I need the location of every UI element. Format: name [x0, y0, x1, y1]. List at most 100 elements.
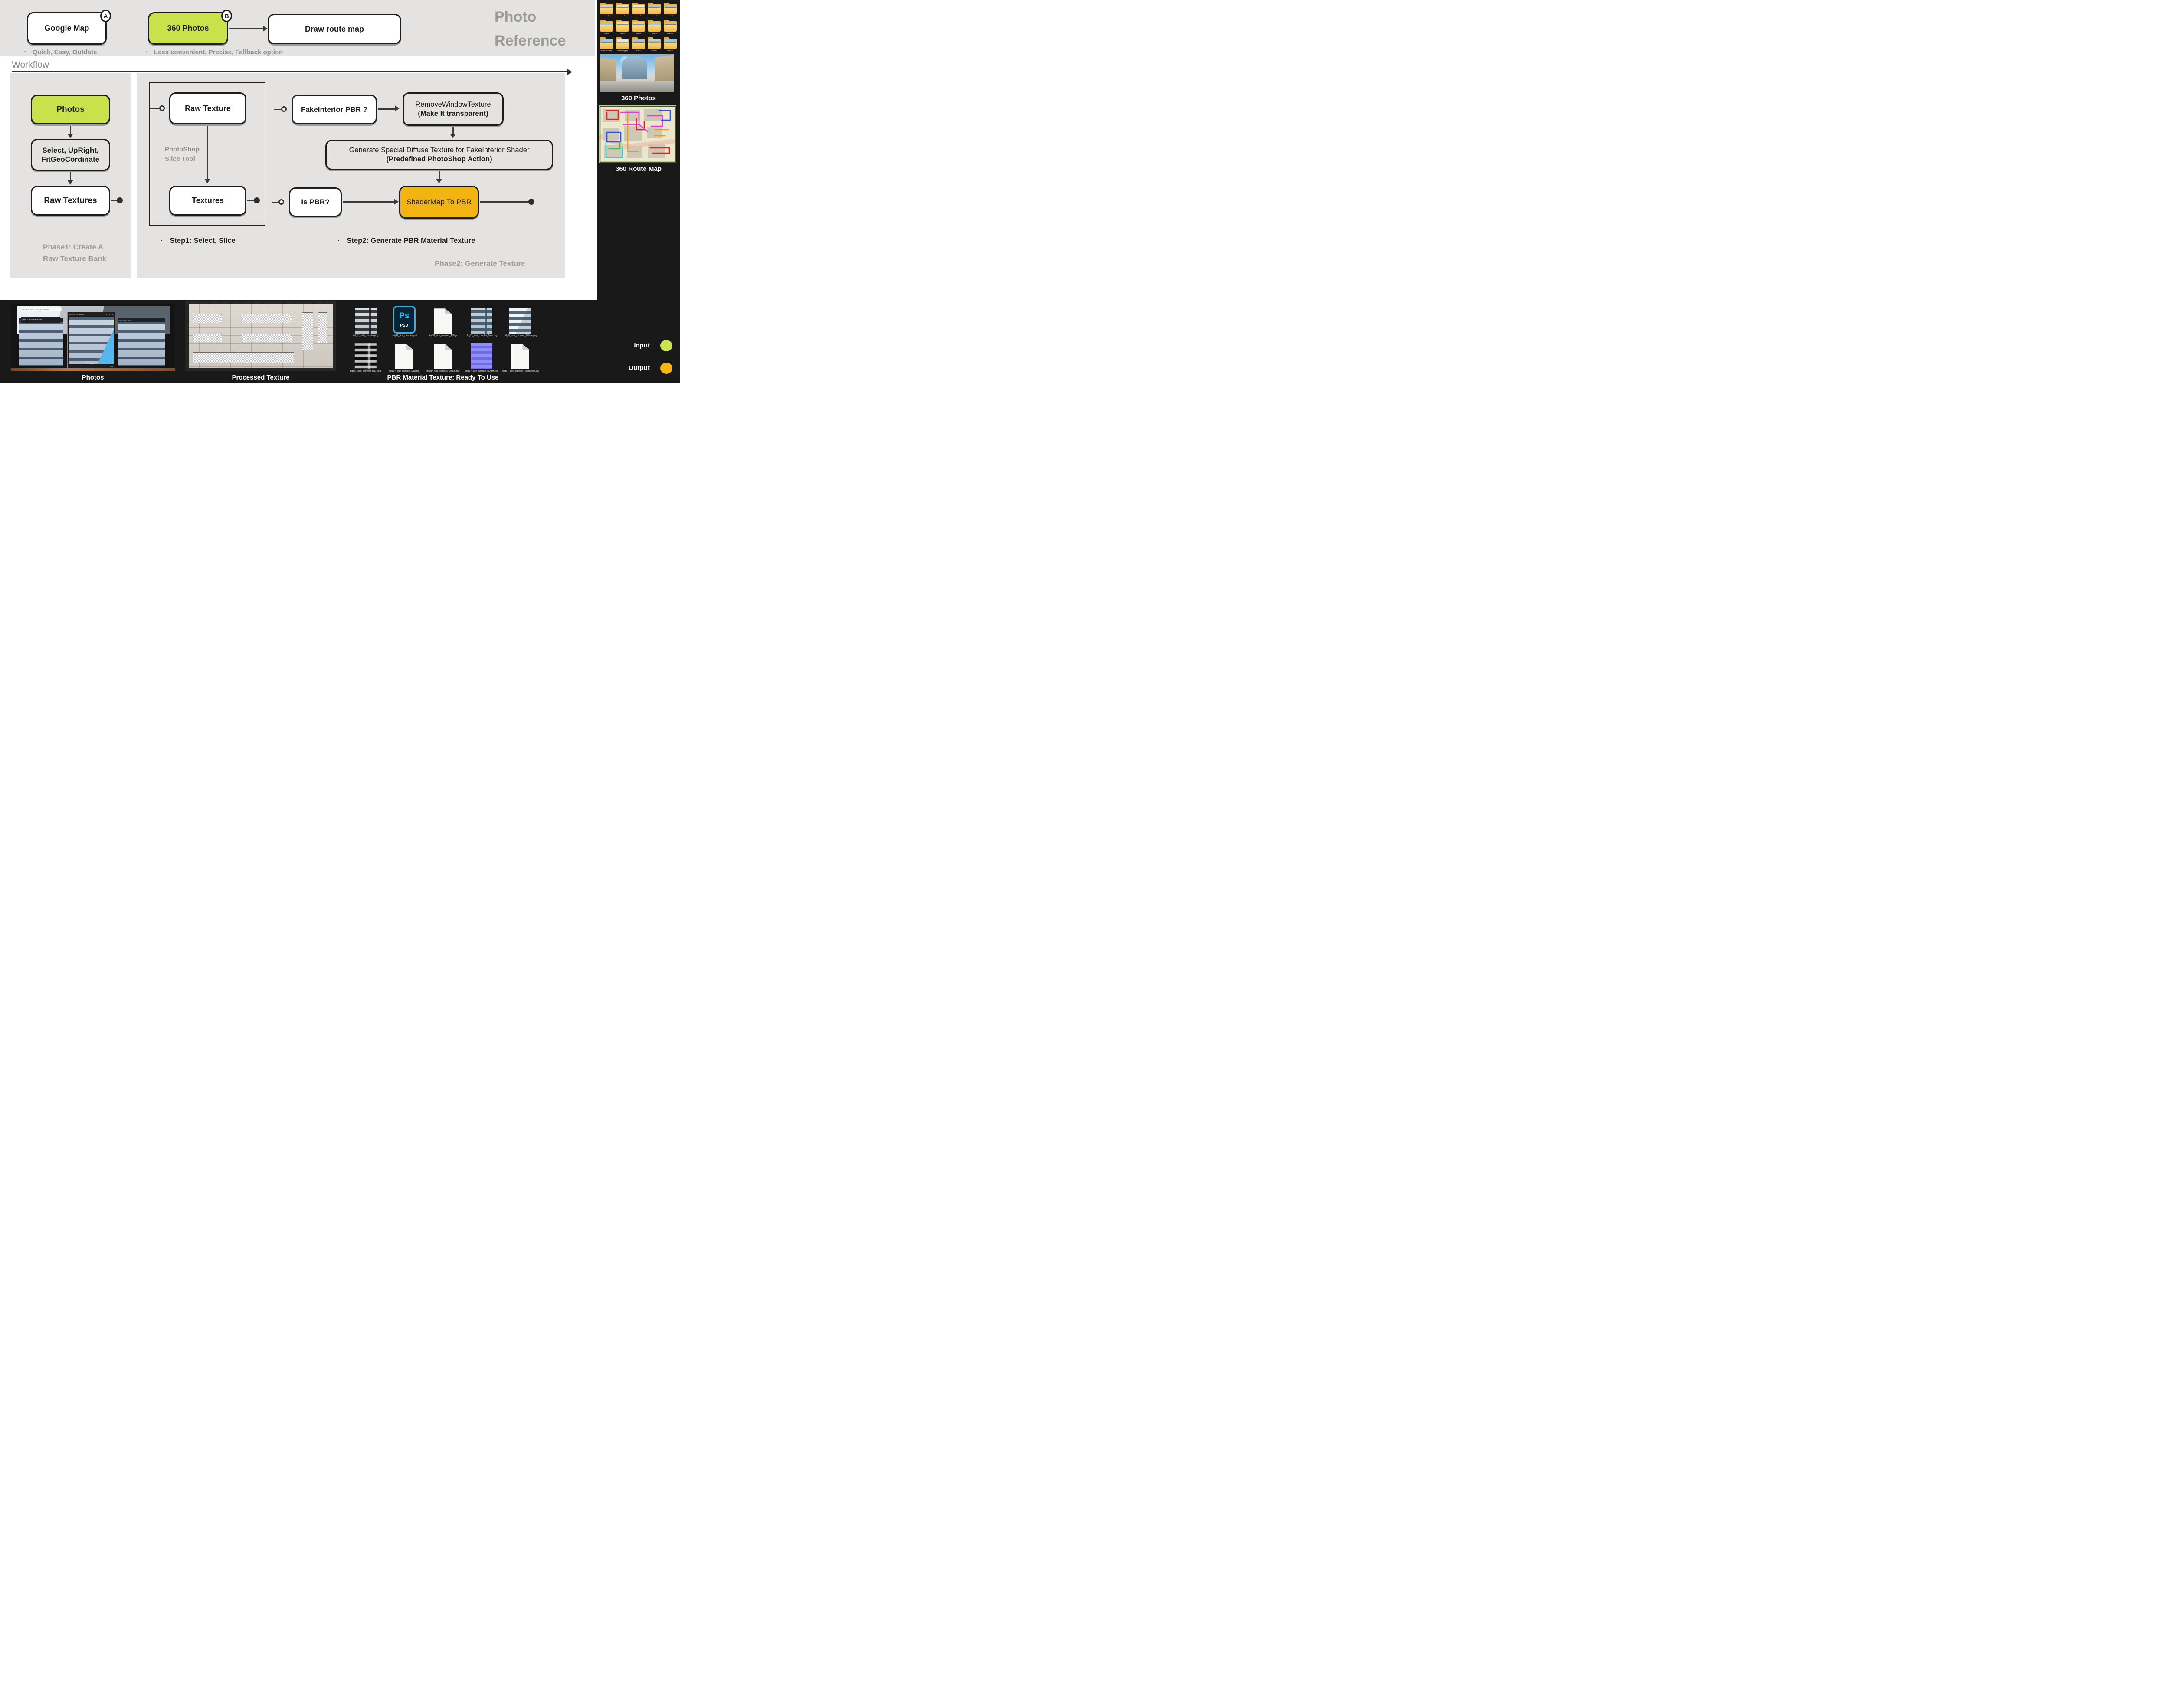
legend-output-label: Output: [628, 364, 650, 372]
viewer-statusbar: 18%: [68, 365, 115, 369]
connector-line: [247, 200, 255, 201]
phase2-caption: Phase2: Generate Texture: [435, 259, 525, 268]
node-label: Draw route map: [305, 24, 364, 33]
node-label: Raw Texture: [185, 104, 231, 113]
arrow-head-icon: [67, 180, 73, 185]
png-thumbnail-icon: [471, 308, 493, 334]
node-label: ShaderMap To PBR: [406, 198, 472, 206]
folder-route1[interactable]: route1: [599, 2, 614, 19]
folder-route11-lower[interactable]: route11-lower: [599, 37, 614, 53]
png-thumbnail-icon: [471, 343, 493, 370]
badge-b: B: [221, 10, 232, 22]
end-dot-icon: [117, 197, 123, 203]
photo-viewer-center: 20240516_1832... 18%: [67, 311, 115, 370]
node-select-upright: Select, UpRight, FitGeoCordinate: [31, 139, 110, 171]
node-label: 360 Photos: [167, 24, 209, 33]
photoshop-psd-icon: Ps PSD: [393, 306, 416, 334]
viewer-titlebar: 20240516_1832...: [68, 312, 115, 316]
arrow-line: [207, 126, 208, 180]
maps-place-card: 1118 R. Notre Dame O: [20, 316, 60, 323]
connector-line: [272, 202, 279, 203]
node-photos: Photos: [31, 95, 110, 124]
node-label: Raw Textures: [44, 196, 97, 205]
node-360-photos: 360 Photos: [148, 12, 228, 45]
png-thumbnail-icon: [354, 343, 377, 370]
node-remove-window-texture: RemoveWindowTexture (Make It transparent…: [403, 92, 504, 126]
node-label: Is PBR?: [301, 198, 330, 206]
arrow-line: [70, 126, 71, 135]
file-complex-png[interactable]: bldg37_side_complex.png: [346, 303, 385, 337]
file-metalic-tga[interactable]: bldg37_side_complex_Metalic.tga: [423, 338, 462, 373]
folder-route6[interactable]: route6: [599, 20, 614, 36]
arrow-head-icon: [450, 134, 456, 138]
workflow-label: Workflow: [12, 60, 49, 70]
png-thumbnail-icon: [354, 308, 377, 334]
note-google-map: Quick, Easy, Outdate: [24, 48, 97, 56]
file-roughness-tga[interactable]: bldg37_side_complex_Roughness.tga: [501, 338, 540, 373]
file-page-icon: [395, 344, 413, 370]
minimize-icon[interactable]: [106, 313, 108, 315]
file-norm-png[interactable]: bldg37_side_complex_NORM.png: [462, 338, 501, 373]
photo-viewer-left: 20240516_1832...: [19, 318, 63, 367]
maps-search-box[interactable]: 760 Rue Saint-Jacques Parking: [20, 308, 62, 312]
folder-route8[interactable]: route8: [631, 20, 646, 36]
node-label: Google Map: [44, 24, 89, 33]
photos-screenshot: 20240516_1832... 20240516_1832... 18% 20…: [11, 304, 175, 371]
photos-caption: Photos: [82, 374, 104, 381]
folder-route4[interactable]: route4: [646, 2, 662, 19]
building-photo: [69, 317, 114, 364]
folder-route13[interactable]: route13: [646, 37, 662, 53]
zoom-level: 18%: [108, 365, 113, 368]
photoshop-slice-tool-note: PhotoShop Slice Tool: [165, 146, 200, 163]
legend-input-label: Input: [634, 342, 650, 349]
page-title: Photo Reference: [495, 9, 566, 49]
route-map-caption: 360 Route Map: [616, 165, 662, 173]
taskbar: [11, 368, 175, 371]
arrow-head-icon: [263, 26, 268, 32]
step1-caption: Step1: Select, Slice: [161, 237, 236, 245]
node-label: Textures: [192, 196, 224, 205]
pbr-caption: PBR Material Texture: Ready To Use: [387, 374, 499, 381]
connector-line: [150, 108, 160, 109]
connector-line: [111, 200, 117, 201]
step2-caption: Step2: Generate PBR Material Texture: [337, 237, 475, 245]
arrow-line: [452, 127, 454, 135]
pbr-files-row1: bldg37_side_complex.png Ps PSD bldg37_si…: [346, 303, 540, 337]
folder-route3[interactable]: route3: [631, 2, 646, 19]
file-diffuse-png[interactable]: bldg37_side_complex_Diffuse.png: [501, 303, 540, 337]
workflow-arrow-head-icon: [567, 69, 572, 75]
legend-input-dot-icon: [660, 340, 672, 351]
arrow-line: [439, 171, 440, 180]
folder-route9[interactable]: route9: [646, 20, 662, 36]
phase1-caption: Phase1: Create A Raw Texture Bank: [43, 243, 107, 263]
maximize-icon[interactable]: [109, 313, 111, 315]
folder-route12[interactable]: route12: [631, 37, 646, 53]
folder-route2[interactable]: route2: [615, 2, 630, 19]
file-disp-png[interactable]: bldg37_side_complex_DISP.png: [346, 338, 385, 373]
close-icon[interactable]: [112, 313, 114, 315]
folder-route11-upper[interactable]: route11-upper: [615, 37, 630, 53]
node-is-pbr: Is PBR?: [289, 187, 342, 217]
badge-a: A: [100, 10, 111, 22]
arrow-head-icon: [67, 134, 73, 138]
file-complex-psd[interactable]: Ps PSD bldg37_side_complex.psd: [385, 303, 423, 337]
folder-route7[interactable]: route7: [615, 20, 630, 36]
file-base-png[interactable]: bldg37_side_complex_Base.png: [462, 303, 501, 337]
node-google-map: Google Map: [27, 12, 107, 45]
node-raw-texture: Raw Texture: [169, 92, 246, 124]
route-folder-grid: route1 route2 route3 route4 route5 route…: [599, 2, 678, 53]
pano-caption: 360 Photos: [621, 95, 656, 102]
file-ao-tga[interactable]: bldg37_side_complex_AO.tga: [423, 303, 462, 337]
pbr-files-row2: bldg37_side_complex_DISP.png bldg37_side…: [346, 338, 540, 373]
viewer-titlebar: 20240516_1832...: [117, 318, 165, 322]
file-page-icon: [511, 344, 530, 370]
slide: Google Map A Quick, Easy, Outdate 360 Ph…: [0, 0, 680, 383]
node-generate-special-diffuse: Generate Special Diffuse Texture for Fak…: [325, 140, 553, 170]
folder-route14[interactable]: route14: [662, 37, 678, 53]
arrow-head-icon: [436, 179, 442, 183]
step1-group-box: [149, 82, 265, 226]
arrow-line: [343, 201, 396, 203]
folder-route5[interactable]: route5: [662, 2, 678, 19]
file-map-tga[interactable]: bldg37_side_complex_Map.tga: [385, 338, 423, 373]
folder-route10[interactable]: route10: [662, 20, 678, 36]
